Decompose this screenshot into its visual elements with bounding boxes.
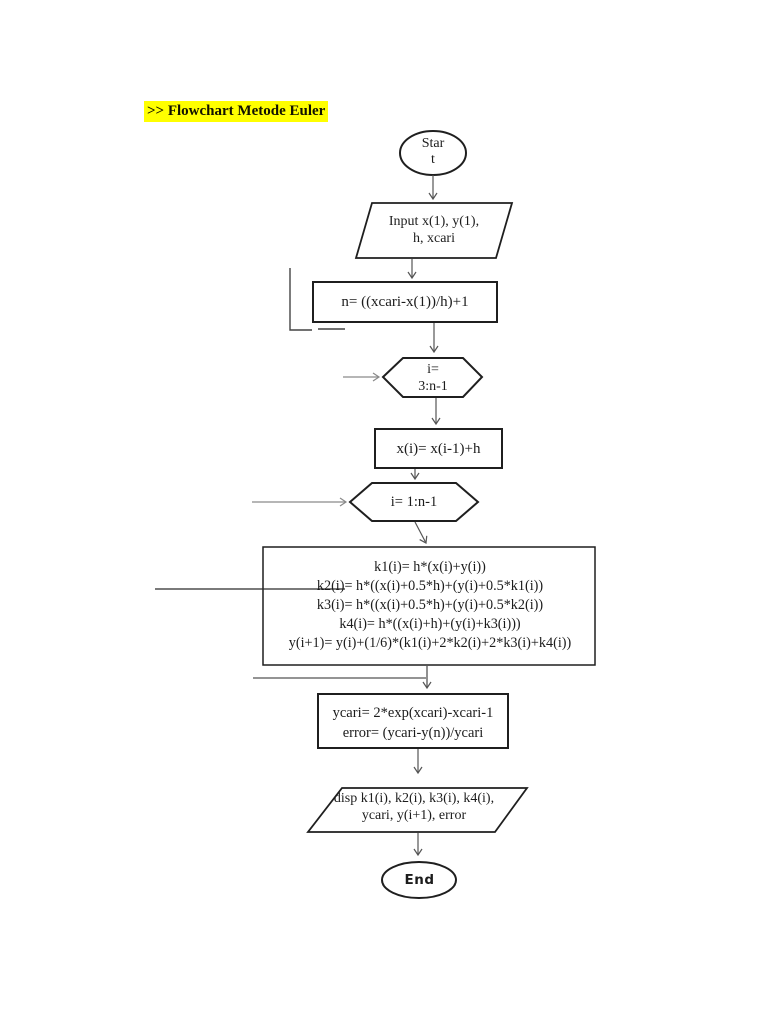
x-update-node-label: x(i)= x(i-1)+h [375, 439, 502, 459]
loop-3-n1-hexagon-shape [381, 357, 484, 398]
rk-formulas-rect-shape [262, 546, 596, 666]
loop-1-n1-hexagon-shape [348, 482, 480, 522]
text-line: Star [421, 136, 445, 151]
text-line: y(i+1)= y(i)+(1/6)*(k1(i)+2*k2(i)+2*k3(i… [288, 635, 572, 651]
connector-loop1-to-rk [414, 521, 428, 544]
text-line: k4(i)= h*((x(i)+h)+(y(i)+k3(i))) [339, 616, 521, 632]
text-line: End [404, 872, 435, 888]
text-line: error= (ycari-y(n))/ycari [342, 725, 484, 741]
end-terminator-shape [381, 861, 457, 899]
stray-l-line-left-of-n-rect [289, 268, 312, 331]
n-formula-rect-shape [312, 281, 498, 323]
end-node-label: End [383, 872, 456, 889]
page-title: >> Flowchart Metode Euler [144, 101, 329, 122]
x-update-rect-shape [374, 428, 503, 469]
text-line: ycari, y(i+1), error [361, 807, 467, 823]
loop-1-n1-node-label: i= 1:n-1 [350, 493, 478, 512]
n-formula-node-label: n= ((xcari-x(1))/h)+1 [313, 292, 497, 312]
ycari-error-node-label: ycari= 2*exp(xcari)-xcari-1 error= (ycar… [318, 703, 508, 743]
input-parallelogram-shape [354, 202, 514, 259]
text-line: i= 1:n-1 [390, 494, 438, 510]
ycari-error-rect-shape [317, 693, 509, 749]
text-line: x(i)= x(i-1)+h [396, 441, 481, 457]
text-line: n= ((xcari-x(1))/h)+1 [341, 294, 469, 310]
display-node-label: disp k1(i), k2(i), k3(i), k4(i), ycari, … [303, 791, 525, 824]
text-line: i= [427, 362, 439, 377]
text-line: Input x(1), y(1), [388, 214, 480, 229]
text-line: k3(i)= h*((x(i)+0.5*h)+(y(i)+0.5*k2(i)) [316, 597, 544, 613]
text-line: h, xcari [413, 230, 455, 246]
text-line: 3:n-1 [418, 378, 448, 394]
input-node-label: Input x(1), y(1), h, xcari [358, 214, 510, 247]
text-line: ycari= 2*exp(xcari)-xcari-1 [332, 705, 494, 721]
start-node-label: Star t [400, 136, 466, 168]
loop-3-n1-node-label: i= 3:n-1 [383, 362, 483, 395]
text-line: disp k1(i), k2(i), k3(i), k4(i), [333, 791, 495, 806]
text-line: k2(i)= h*((x(i)+0.5*h)+(y(i)+0.5*k1(i)) [316, 578, 544, 594]
text-line: k1(i)= h*(x(i)+y(i)) [374, 559, 486, 575]
text-line: t [431, 152, 435, 167]
rk-formulas-node-label: k1(i)= h*(x(i)+y(i)) k2(i)= h*((x(i)+0.5… [265, 558, 595, 653]
display-parallelogram-shape [306, 787, 529, 833]
